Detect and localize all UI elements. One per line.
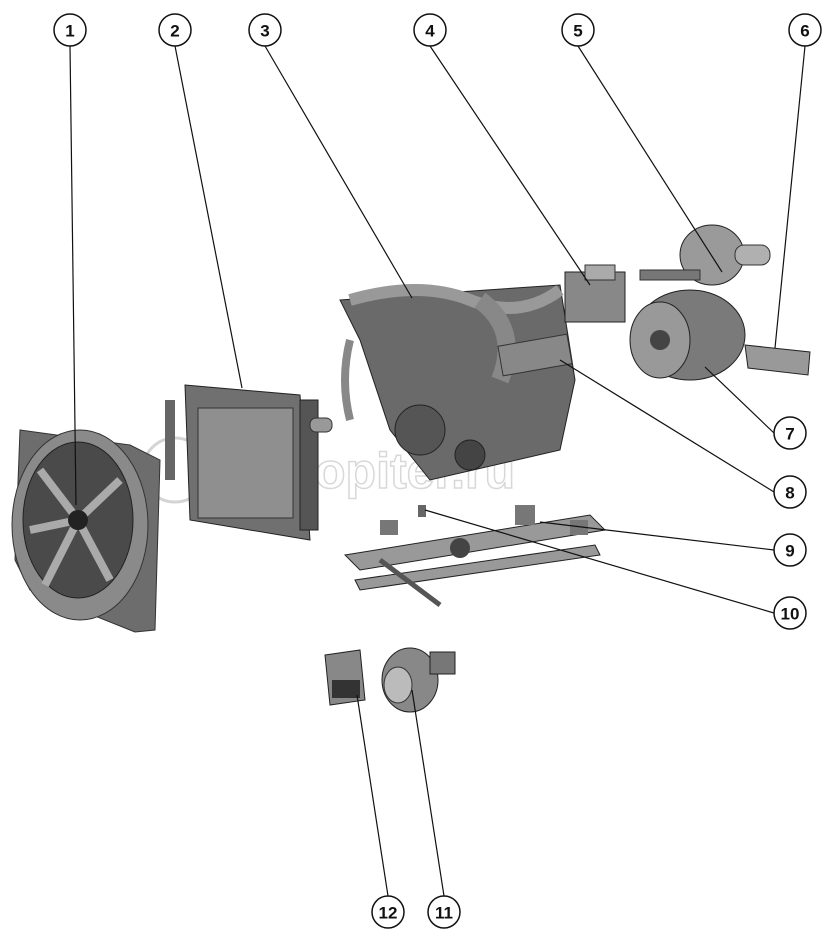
svg-text:3: 3 [260, 22, 269, 41]
svg-text:2: 2 [170, 22, 179, 41]
engine-part [339, 284, 576, 481]
svg-text:9: 9 [785, 542, 794, 561]
radiator-part [165, 384, 333, 541]
fan-shroud-part [11, 429, 161, 633]
callout-11: 11 [427, 895, 461, 929]
callout-7: 7 [773, 416, 807, 450]
mount-bolt-part [418, 505, 426, 517]
fuel-bracket-part [744, 344, 811, 376]
air-filter-part [639, 224, 771, 286]
svg-text:12: 12 [379, 904, 398, 923]
callout-3: 3 [248, 13, 282, 47]
callout-12: 12 [371, 895, 405, 929]
svg-text:11: 11 [435, 904, 453, 923]
clutch-part [629, 289, 746, 381]
svg-text:7: 7 [785, 425, 794, 444]
svg-text:4: 4 [425, 22, 435, 41]
compressor-part [564, 264, 626, 323]
svg-text:6: 6 [800, 22, 809, 41]
callout-2: 2 [158, 13, 192, 47]
callout-9: 9 [773, 533, 807, 567]
callout-10: 10 [773, 596, 807, 630]
mount-frame-part [343, 505, 607, 607]
pump-unit-part [381, 647, 456, 713]
callout-8: 8 [773, 475, 807, 509]
svg-text:5: 5 [573, 22, 582, 41]
svg-text:1: 1 [65, 22, 74, 41]
callout-5: 5 [561, 13, 595, 47]
leader-lines [69, 45, 806, 897]
callout-1: 1 [53, 13, 87, 47]
svg-text:8: 8 [785, 484, 794, 503]
svg-text:10: 10 [781, 605, 800, 624]
bracket-plate-part [324, 649, 366, 706]
callout-6: 6 [788, 13, 822, 47]
callout-4: 4 [413, 13, 447, 47]
